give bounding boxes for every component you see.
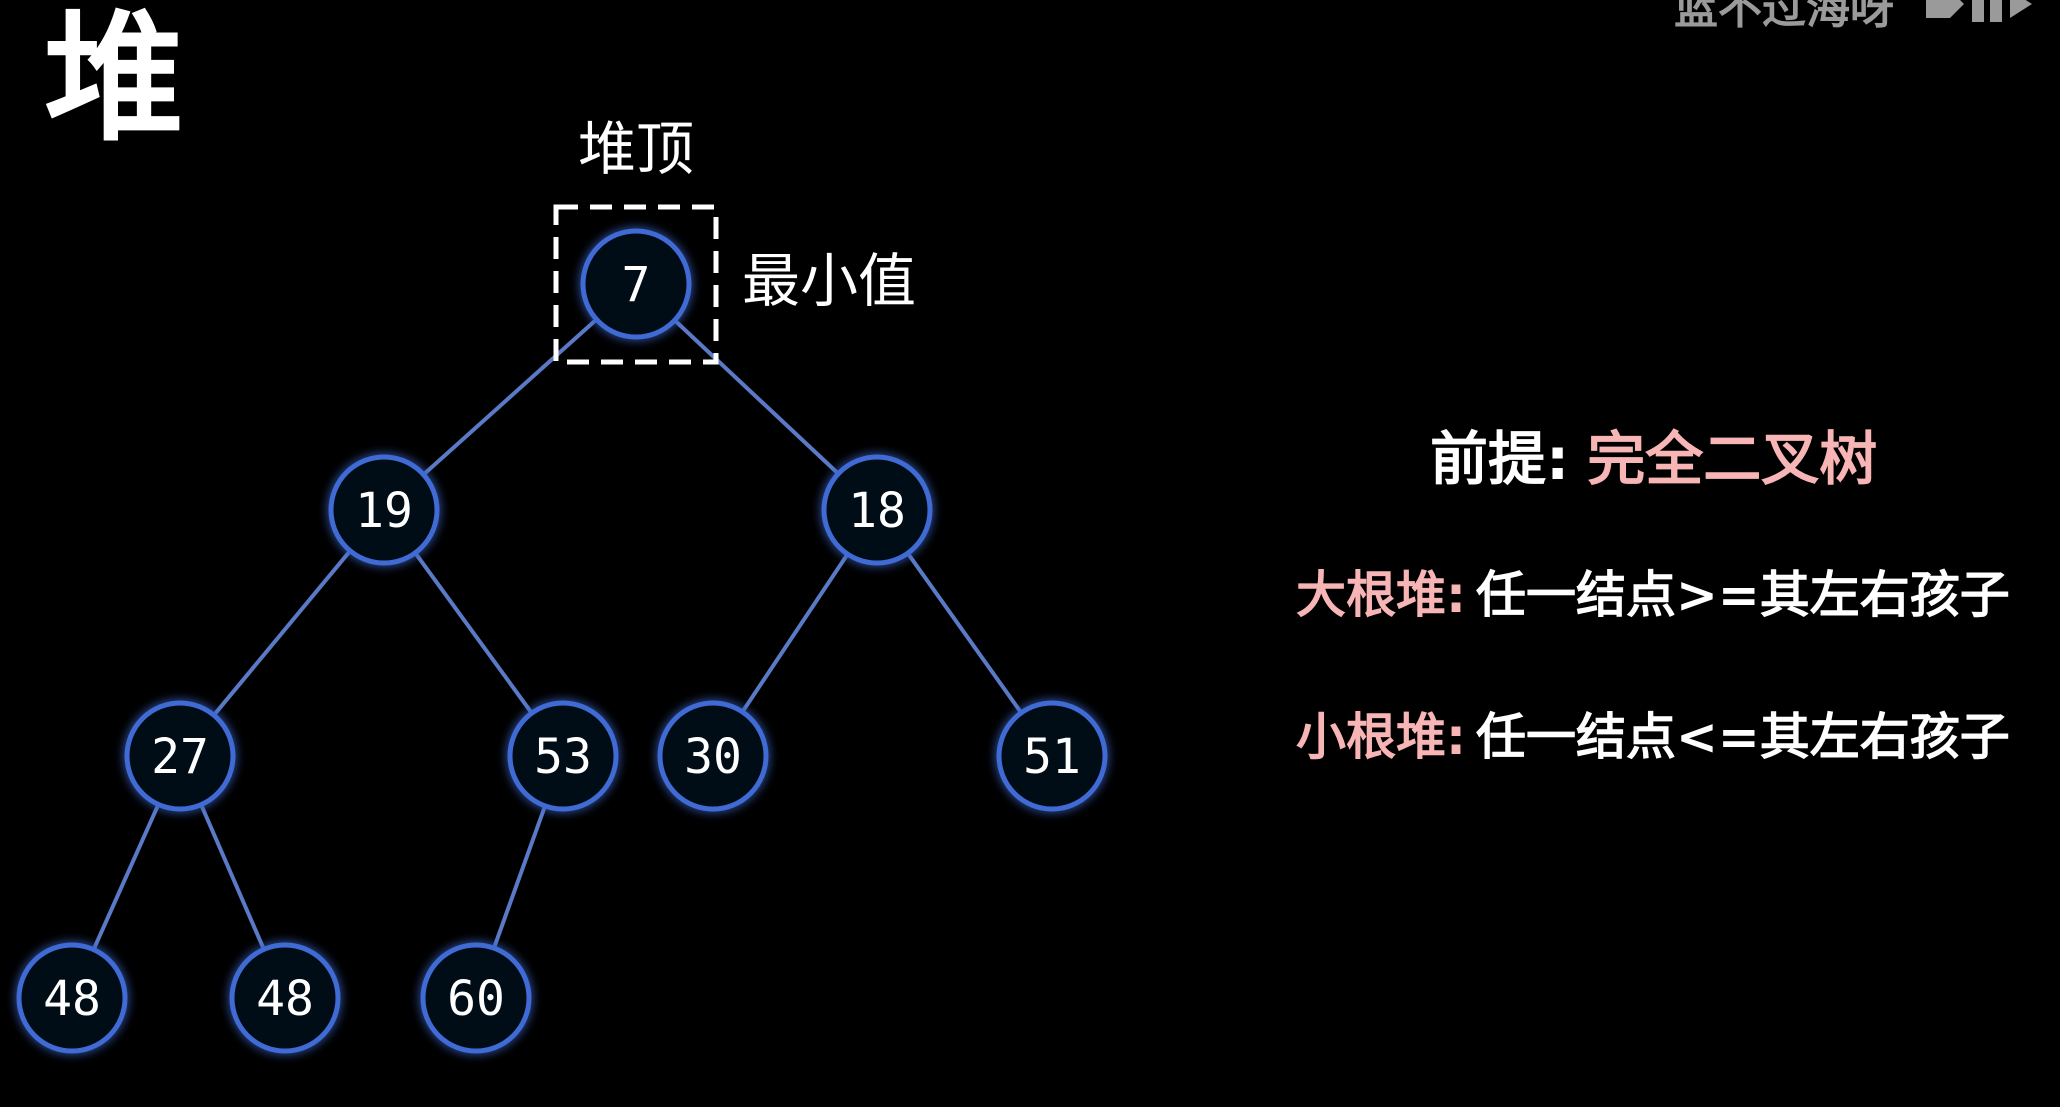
min-heap-line: 小根堆: 任一结点<=其左右孩子 — [1296, 712, 2036, 762]
tree-node-circle — [124, 700, 236, 812]
tree-edge — [413, 551, 534, 715]
watermark: 蓝不过海呀 — [1674, 0, 2040, 32]
tree-node: 48 — [229, 942, 341, 1054]
tree-node: 19 — [328, 454, 440, 566]
min-value-label: 最小值 — [742, 247, 917, 315]
heap-top-highlight-box — [553, 204, 719, 365]
tree-node-value: 51 — [1023, 729, 1081, 785]
tree-node-circle — [16, 942, 128, 1054]
max-heap-key: 大根堆: — [1296, 566, 1466, 624]
tree-node: 60 — [420, 942, 532, 1054]
tree-node: 53 — [507, 700, 619, 812]
tree-edge — [673, 318, 840, 476]
tree-node-value: 48 — [256, 971, 314, 1027]
tree-node-value: 27 — [151, 729, 209, 785]
tree-edge — [422, 317, 598, 477]
tree-edge — [740, 552, 850, 714]
tree-node: 18 — [821, 454, 933, 566]
tree-node: 48 — [16, 942, 128, 1054]
tree-node-circle — [229, 942, 341, 1054]
tree-edge — [492, 805, 547, 949]
tree-nodes: 7 19 18 27 53 30 51 48 48 60 — [16, 228, 1108, 1054]
premise-key: 前提: — [1430, 425, 1570, 493]
tree-node-circle — [507, 700, 619, 812]
tree-node-circle — [821, 454, 933, 566]
tree-node-circle — [420, 942, 532, 1054]
tree-node-value: 7 — [622, 257, 651, 313]
tree-node-value: 60 — [447, 971, 505, 1027]
tree-node-value: 18 — [848, 483, 906, 539]
heap-rules: 前提: 完全二叉树 大根堆: 任一结点>=其左右孩子 小根堆: 任一结点<=其左… — [1296, 430, 2036, 762]
tree-node-circle — [996, 700, 1108, 812]
tree-node: 51 — [996, 700, 1108, 812]
tree-node-circle — [580, 228, 692, 340]
max-heap-line: 大根堆: 任一结点>=其左右孩子 — [1296, 570, 2036, 620]
tree-edge — [91, 803, 161, 951]
min-heap-value: 任一结点<=其左右孩子 — [1476, 708, 2010, 766]
tree-node: 30 — [657, 700, 769, 812]
tree-edge — [212, 549, 352, 717]
tree-node-circle — [328, 454, 440, 566]
premise-line: 前提: 完全二叉树 — [1430, 430, 2036, 488]
bilibili-logo-icon — [1926, 0, 2032, 22]
tree-edge — [906, 552, 1023, 714]
max-heap-value: 任一结点>=其左右孩子 — [1476, 566, 2010, 624]
tree-node-circle — [657, 700, 769, 812]
tree-node: 27 — [124, 700, 236, 812]
tree-node-value: 53 — [534, 729, 592, 785]
tree-edge — [199, 803, 266, 951]
min-heap-key: 小根堆: — [1296, 708, 1466, 766]
tree-node-value: 30 — [684, 729, 742, 785]
tree-node-value: 48 — [43, 971, 101, 1027]
tree-node-value: 19 — [355, 483, 413, 539]
page-title: 堆 — [44, 0, 185, 161]
premise-value: 完全二叉树 — [1587, 425, 1878, 493]
tree-node: 7 — [580, 228, 692, 340]
tree-edges — [91, 317, 1023, 951]
watermark-text: 蓝不过海呀 — [1674, 0, 1894, 34]
heap-top-label: 堆顶 — [578, 115, 695, 183]
